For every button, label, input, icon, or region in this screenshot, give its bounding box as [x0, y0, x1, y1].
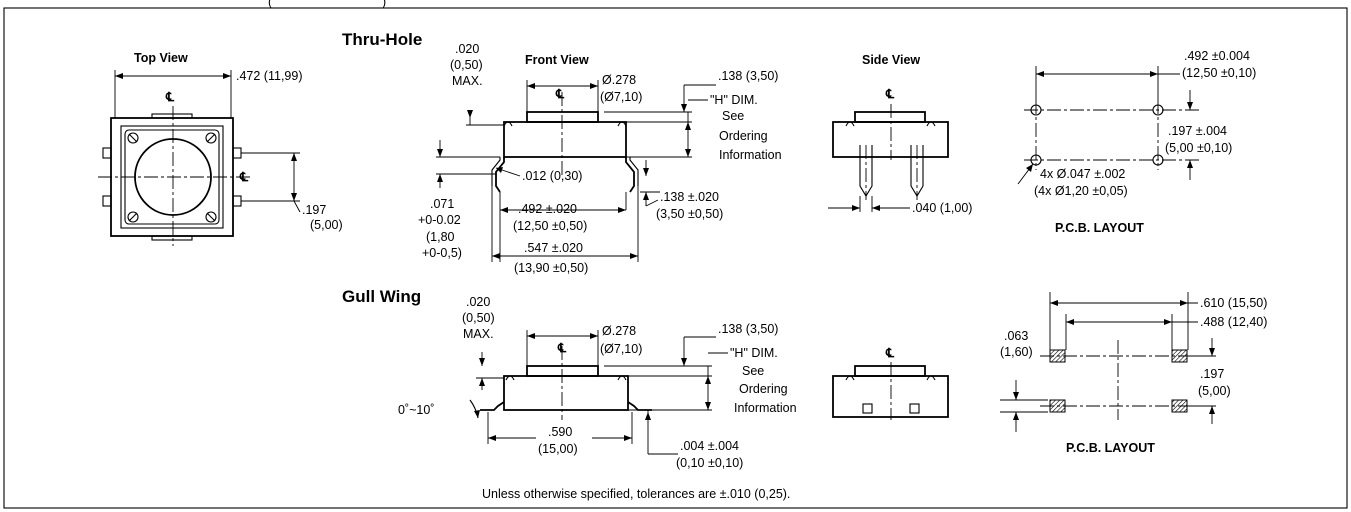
pcb-h-in: .197 ±.004: [1168, 124, 1227, 138]
thru-pcb-layout: .492 ±0.004 (12,50 ±0,10) .197 ±.004 (5,…: [1017, 49, 1256, 235]
top-centerline-mark: ℄: [165, 90, 175, 104]
gull-hdim-1: "H" DIM.: [730, 346, 778, 360]
gull-t004-mm: (0,10 ±0,10): [676, 456, 743, 470]
thru-hdim-3: Ordering: [719, 129, 768, 143]
side-pin-dim: .040 (1,00): [912, 201, 972, 215]
gull-pcb-w610: .610 (15,50): [1200, 296, 1267, 310]
gull-dia-mm: (Ø7,10): [600, 342, 642, 356]
thru-l138-mm: (3,50 ±0,50): [656, 207, 723, 221]
gull-max-in: .020: [466, 295, 490, 309]
thru-hole-heading: Thru-Hole: [342, 30, 422, 49]
top-width-dim: .472 (11,99): [236, 69, 302, 83]
gull-pcb-pad-in: .063: [1004, 329, 1028, 343]
gull-pcb-pitch-mm: (5,00): [1198, 384, 1231, 398]
pcb-layout-title-thru: P.C.B. LAYOUT: [1055, 221, 1144, 235]
gull-max-mm: (0,50): [462, 311, 495, 325]
thru-centerline-mark: ℄: [555, 87, 565, 101]
gull-w590-mm: (15,00): [538, 442, 578, 456]
side-centerline-mark: ℄: [885, 87, 895, 101]
top-pitch-dim-in: .197: [302, 203, 326, 217]
thru-lead-dim: .012 (0,30): [522, 169, 582, 183]
thru-w547-mm: (13,90 ±0,50): [514, 261, 588, 275]
drawing-border: [3, 7, 1348, 509]
cropped-header-right: ): [382, 0, 386, 9]
pcb-hole-mm: (4x Ø1,20 ±0,05): [1034, 184, 1128, 198]
gull-max-label: MAX.: [463, 327, 494, 341]
gull-pcb-layout: .610 (15,50) .488 (12,40) .063 (1,60) .1…: [1000, 292, 1267, 455]
thru-side-view: Side View ℄ .040 (1,00): [828, 53, 972, 215]
gull-pcb-pitch-in: .197: [1200, 367, 1224, 381]
thru-h071-4: +0-0,5): [422, 246, 462, 260]
top-centerline-mark-right: ℄: [239, 170, 249, 184]
thru-max-mm: (0,50): [450, 58, 483, 72]
gull-angle-dim: 0˚~10˚: [398, 403, 434, 417]
pcb-layout-title-gull: P.C.B. LAYOUT: [1066, 441, 1155, 455]
pcb-h-mm: (5,00 ±0,10): [1165, 141, 1232, 155]
thru-dia-in: Ø.278: [602, 73, 636, 87]
thru-l138-in: .138 ±.020: [660, 190, 719, 204]
thru-h071-1: .071: [430, 197, 454, 211]
gull-hdim-4: Information: [734, 401, 797, 415]
gull-hdim-2: See: [742, 364, 764, 378]
gull-t004-in: .004 ±.004: [680, 439, 739, 453]
top-pitch-dim-mm: (5,00): [310, 218, 343, 232]
thru-hdim-4: Information: [719, 148, 782, 162]
front-view-title: Front View: [525, 53, 589, 67]
pcb-w-in: .492 ±0.004: [1184, 49, 1250, 63]
thru-hdim-1: "H" DIM.: [710, 93, 758, 107]
thru-h071-2: +0-0.02: [418, 213, 461, 227]
thru-front-view: .020 (0,50) MAX. Front View Ø.278 (Ø7,10…: [418, 42, 782, 275]
thru-w492-in: .492 ±.020: [518, 202, 577, 216]
thru-h071-3: (1,80: [426, 230, 455, 244]
pcb-w-mm: (12,50 ±0,10): [1182, 66, 1256, 80]
gull-h138-dim: .138 (3,50): [718, 322, 778, 336]
gull-pcb-pad-mm: (1,60): [1000, 345, 1033, 359]
top-view: Top View .472 (11,99) ℄ ℄: [98, 51, 343, 246]
thru-w492-mm: (12,50 ±0,50): [513, 219, 587, 233]
thru-hdim-2: See: [722, 109, 744, 123]
gull-wing-heading: Gull Wing: [342, 287, 421, 306]
side-view-title: Side View: [862, 53, 920, 67]
gull-side-view: ℄: [832, 346, 949, 420]
thru-dia-mm: (Ø7,10): [600, 90, 642, 104]
thru-h138-dim: .138 (3,50): [718, 69, 778, 83]
cropped-header-left: (: [268, 0, 273, 9]
thru-w547-in: .547 ±.020: [524, 241, 583, 255]
thru-max-label: MAX.: [452, 74, 483, 88]
gull-hdim-3: Ordering: [739, 382, 788, 396]
gull-w590-in: .590: [548, 425, 572, 439]
gull-dia-in: Ø.278: [602, 324, 636, 338]
gull-side-centerline: ℄: [885, 346, 895, 360]
gull-front-view: .020 (0,50) MAX. Ø.278 (Ø7,10) ℄ .138 (3…: [398, 295, 797, 470]
pcb-hole-in: 4x Ø.047 ±.002: [1040, 167, 1125, 181]
thru-max-in: .020: [455, 42, 479, 56]
tolerance-note: Unless otherwise specified, tolerances a…: [482, 487, 790, 501]
top-view-title: Top View: [134, 51, 188, 65]
gull-pcb-w488: .488 (12,40): [1200, 315, 1267, 329]
